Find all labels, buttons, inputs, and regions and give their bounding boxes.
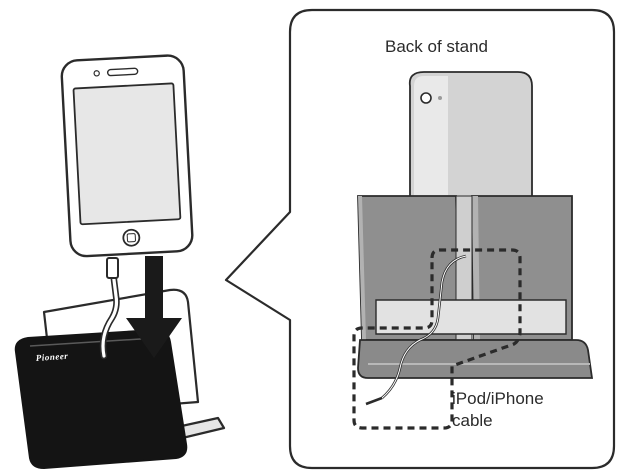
phone-camera	[93, 70, 100, 77]
cable-route-dashed-outline	[352, 248, 522, 430]
cable-connector	[106, 257, 119, 279]
base-bar	[375, 299, 567, 335]
cable-label-line1: iPod/iPhone	[452, 389, 544, 408]
base-plate	[357, 339, 594, 379]
phone-screen	[72, 82, 182, 226]
stand-front-panel	[14, 328, 188, 470]
down-arrow-icon	[126, 256, 182, 358]
stand-back-view	[352, 71, 594, 430]
phone-and-stand-illustration: Pioneer	[14, 54, 226, 470]
callout-title: Back of stand	[385, 37, 488, 56]
svg-text:Pioneer: Pioneer	[35, 351, 68, 363]
pioneer-logo: Pioneer	[35, 351, 68, 363]
cable-label-line2: cable	[452, 411, 493, 430]
phone-illustration	[60, 54, 194, 258]
phone-speaker	[106, 67, 139, 77]
phone-home-button	[122, 228, 141, 247]
stand-front-edge	[29, 337, 157, 347]
phone-back-camera	[420, 92, 432, 104]
